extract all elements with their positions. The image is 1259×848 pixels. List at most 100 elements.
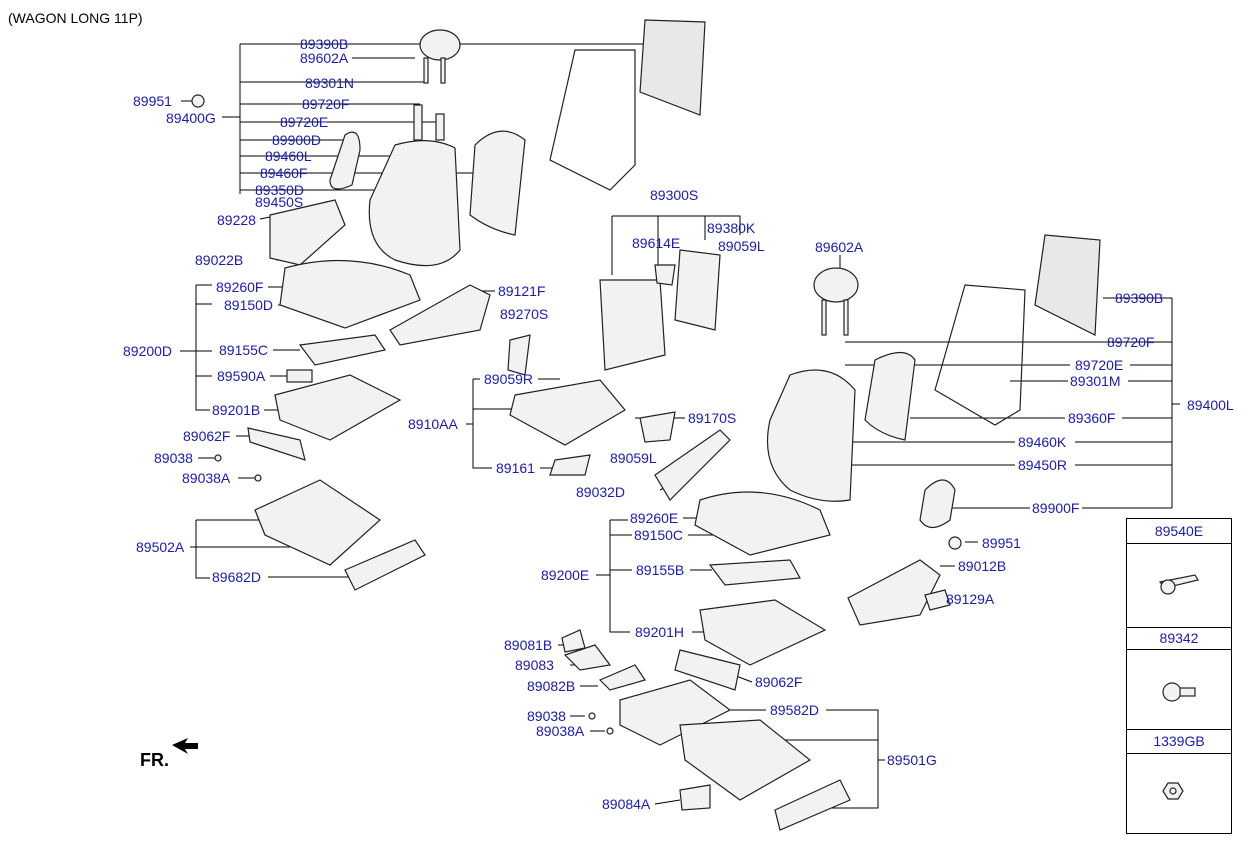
diagram-title: (WAGON LONG 11P): [8, 10, 143, 26]
front-direction-label: FR.: [140, 750, 169, 770]
part-label-89582D: 89582D: [770, 702, 820, 718]
seat-frame-part-left: [274, 374, 402, 441]
part-label-89720F: 89720F: [302, 96, 350, 112]
part-label-89682D: 89682D: [212, 569, 262, 585]
part-label-89951-2: 89951: [982, 535, 1021, 551]
rail-part-middle-2: [679, 719, 812, 801]
part-label-89301M: 89301M: [1070, 373, 1121, 389]
part-label-89300S: 89300S: [650, 187, 699, 203]
part-label-89260F: 89260F: [216, 279, 264, 295]
headrest-part-right: [813, 267, 859, 303]
seat-frame-part-right: [699, 599, 827, 666]
cushion-part-middle: [509, 379, 626, 446]
part-label-89501G: 89501G: [887, 752, 937, 768]
part-label-89038A-2: 89038A: [536, 723, 585, 739]
part-label-89150D: 89150D: [224, 297, 274, 313]
part-label-89720F-2: 89720F: [1107, 334, 1155, 350]
part-label-89038-2: 89038: [527, 708, 566, 724]
parts: [191, 19, 1199, 831]
part-label-89720E: 89720E: [280, 114, 329, 130]
cushion-part-left: [279, 259, 421, 329]
legend-divider: [1127, 543, 1231, 544]
part-label-89059L: 89059L: [718, 238, 765, 254]
side-trim-part-left-2: [389, 284, 491, 346]
part-label-89400L: 89400L: [1187, 397, 1234, 413]
part-label-89201H: 89201H: [635, 624, 685, 640]
part-label-89602A-2: 89602A: [815, 239, 864, 255]
legend-title-1339GB: 1339GB: [1153, 733, 1205, 749]
legend-divider: [1127, 753, 1231, 754]
back-pad-part-right: [864, 351, 916, 441]
part-label-89602A: 89602A: [300, 50, 349, 66]
part-label-89155B: 89155B: [636, 562, 685, 578]
legend-divider: [1127, 627, 1231, 628]
seat-back-part-left: [368, 140, 461, 267]
part-label-89200E: 89200E: [541, 567, 590, 583]
seat-back-part-middle: [599, 279, 666, 371]
back-frame-part-left: [549, 49, 636, 191]
legend-title-89342: 89342: [1159, 630, 1199, 646]
part-label-89032D: 89032D: [576, 484, 626, 500]
part-label-89081B: 89081B: [504, 637, 553, 653]
part-label-89590A: 89590A: [217, 368, 266, 384]
part-label-89150C: 89150C: [634, 527, 684, 543]
headrest-part-left: [419, 29, 461, 61]
back-panel-part-right: [1034, 234, 1101, 336]
side-trim-part-left: [269, 199, 346, 266]
part-label-89084A: 89084A: [602, 796, 651, 812]
part-label-89502A: 89502A: [136, 539, 185, 555]
part-label-89720E-2: 89720E: [1075, 357, 1124, 373]
fr-arrow-icon: [172, 738, 198, 754]
part-label-89121F: 89121F: [498, 283, 546, 299]
part-label-89022B: 89022B: [195, 252, 244, 268]
part-label-89460L: 89460L: [265, 148, 312, 164]
part-label-89460K: 89460K: [1018, 434, 1067, 450]
part-label-89062F: 89062F: [183, 428, 231, 444]
part-label-89301N: 89301N: [305, 75, 355, 91]
back-panel-part-left: [639, 19, 706, 116]
part-label-89260E: 89260E: [630, 510, 679, 526]
part-label-89082B: 89082B: [527, 678, 576, 694]
heater-mat-part-right: [708, 559, 801, 586]
part-label-89059R: 89059R: [484, 371, 534, 387]
part-label-89038A: 89038A: [182, 470, 231, 486]
legend-divider: [1127, 649, 1231, 650]
part-label-89270S: 89270S: [500, 306, 549, 322]
part-label-89460F: 89460F: [260, 165, 308, 181]
part-label-89380K: 89380K: [707, 220, 756, 236]
part-label-89062F-2: 89062F: [755, 674, 803, 690]
back-frame-part-right: [934, 284, 1026, 426]
part-label-89614E: 89614E: [632, 235, 681, 251]
part-label-89083: 89083: [515, 657, 554, 673]
part-label-89200D: 89200D: [123, 343, 173, 359]
side-cover-part-left: [329, 131, 361, 190]
cushion-part-right: [694, 491, 831, 556]
part-label-89400G: 89400G: [166, 110, 216, 126]
seat-back-part-right: [766, 369, 856, 502]
part-label-89360F: 89360F: [1068, 410, 1116, 426]
part-label-89900D: 89900D: [272, 132, 322, 148]
part-label-89201B: 89201B: [212, 402, 261, 418]
part-label-89390B: 89390B: [300, 36, 349, 52]
part-label-89129A: 89129A: [946, 591, 995, 607]
part-label-89155C: 89155C: [219, 342, 269, 358]
back-pad-part-left: [469, 130, 526, 236]
part-label-89038: 89038: [154, 450, 193, 466]
part-label-89450R: 89450R: [1018, 457, 1068, 473]
fastener-legend: 89540E 89342 1339GB: [1126, 518, 1232, 834]
part-label-89228: 89228: [217, 212, 256, 228]
part-label-89900F: 89900F: [1032, 500, 1080, 516]
part-label-89161: 89161: [496, 460, 535, 476]
part-label-89450S: 89450S: [255, 194, 304, 210]
part-label-89390B-2: 89390B: [1115, 290, 1164, 306]
part-label-89170S: 89170S: [688, 410, 737, 426]
part-label-89059L-2: 89059L: [610, 450, 657, 466]
legend-divider: [1127, 729, 1231, 730]
part-label-8910AA: 8910AA: [408, 416, 458, 432]
legend-title-89540E: 89540E: [1154, 523, 1204, 539]
part-label-89951: 89951: [133, 93, 172, 109]
part-label-89012B: 89012B: [958, 558, 1007, 574]
part-label-89350D: 89350D: [255, 182, 305, 198]
rail-part-left: [254, 479, 381, 566]
